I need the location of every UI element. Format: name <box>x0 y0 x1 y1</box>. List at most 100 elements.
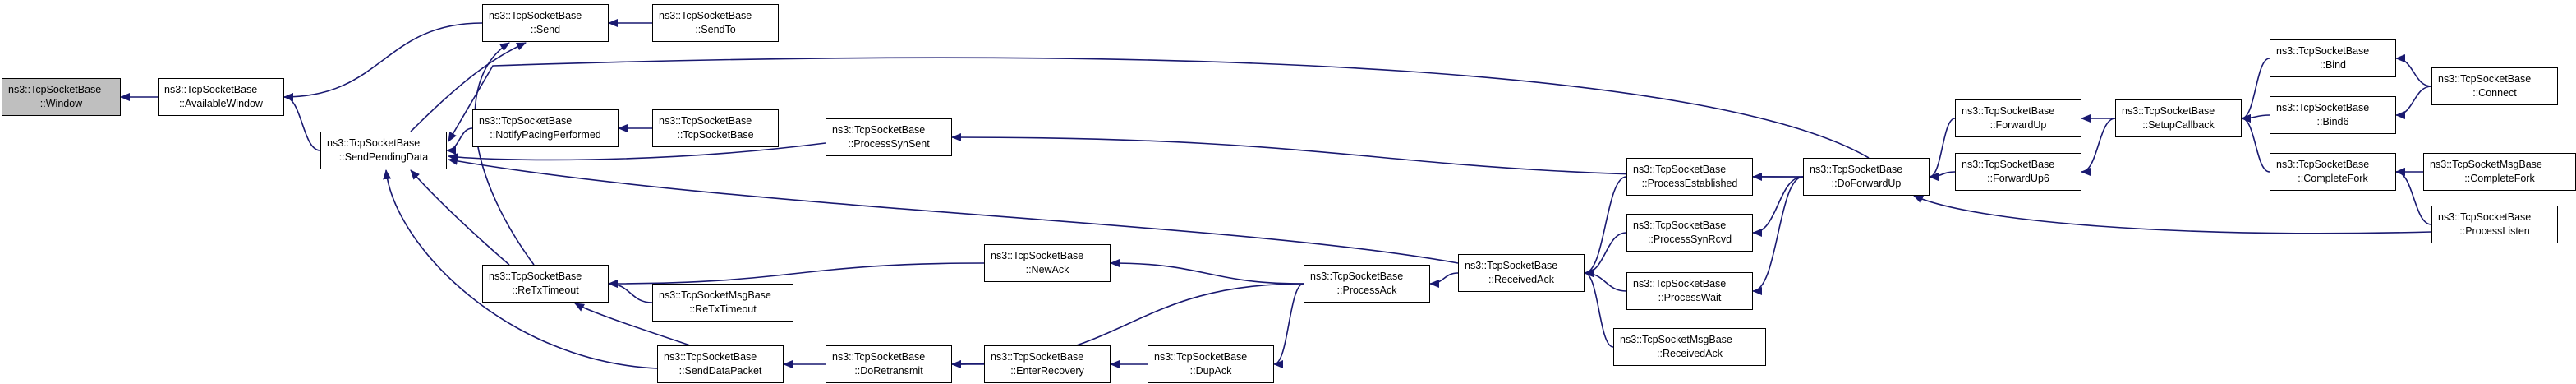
edge-sendpendingdata-to-send <box>410 42 527 132</box>
node-line-method: ::Bind6 <box>2316 116 2349 127</box>
edge-processack-to-newack <box>1110 259 1304 285</box>
node-tcpsocketbase-processack[interactable]: ns3::TcpSocketBase::ProcessAck <box>1304 265 1430 303</box>
node-tcpsocketbase-processlisten[interactable]: ns3::TcpSocketBase::ProcessListen <box>2431 206 2558 243</box>
node-line-class: ns3::TcpSocketBase <box>991 250 1084 261</box>
edge-connect-to-bind <box>2395 54 2432 87</box>
node-line-method: ::TcpSocketBase <box>677 129 754 141</box>
node-tcpsocketbase-completefork[interactable]: ns3::TcpSocketBase::CompleteFork <box>2270 153 2396 191</box>
node-tcpsocketbase-bind[interactable]: ns3::TcpSocketBase::Bind <box>2270 39 2396 77</box>
node-tcpsocketbase-connect[interactable]: ns3::TcpSocketBase::Connect <box>2431 67 2558 105</box>
node-tcpsocketbase-setupcallback[interactable]: ns3::TcpSocketBase::SetupCallback <box>2115 99 2242 137</box>
edge-receivedack-to-processack <box>1429 272 1459 288</box>
node-tcpsocketbase-processestablished[interactable]: ns3::TcpSocketBase::ProcessEstablished <box>1626 158 1753 196</box>
node-line-method: ::ReceivedAck <box>1488 274 1554 285</box>
node-line-method: ::DoRetransmit <box>854 365 923 377</box>
node-line-class: ns3::TcpSocketBase <box>2276 45 2370 57</box>
edge-newack-to-retxtimeout <box>608 262 985 288</box>
node-line-method: ::ReTxTimeout <box>512 285 579 296</box>
node-line-class: ns3::TcpSocketBase <box>1465 260 1558 271</box>
node-line-class: ns3::TcpSocketBase <box>659 10 752 21</box>
node-line-method: ::NotifyPacingPerformed <box>490 129 601 141</box>
node-tcpsocketbase-receivedack[interactable]: ns3::TcpSocketBase::ReceivedAck <box>1458 254 1585 292</box>
node-line-method: ::ProcessEstablished <box>1641 178 1738 189</box>
edge-completefork-to-setupcallback <box>2241 114 2270 173</box>
node-line-class: ns3::TcpSocketBase <box>1633 220 1727 231</box>
node-line-method: ::ProcessWait <box>1658 292 1722 303</box>
node-line-class: ns3::TcpSocketBase <box>489 10 582 21</box>
node-line-class: ns3::TcpSocketBase <box>1962 159 2055 170</box>
node-line-class: ns3::TcpSocketBase <box>659 115 752 127</box>
node-line-class: ns3::TcpSocketBase <box>2438 211 2532 223</box>
edge-setupcallback-to-forwardup6 <box>2081 118 2116 176</box>
node-line-class: ns3::TcpSocketBase <box>1633 278 1727 289</box>
edge-msgreceivedack-to-receivedack <box>1584 269 1614 348</box>
node-line-method: ::ProcessSynRcvd <box>1647 234 1732 245</box>
node-line-method: ::ProcessListen <box>2459 225 2530 237</box>
edge-retxtimeout-to-sendpendingdata <box>410 169 510 266</box>
edge-processack-to-dupack <box>1273 283 1304 368</box>
node-tcpsocketbase-doretransmit[interactable]: ns3::TcpSocketBase::DoRetransmit <box>826 345 952 383</box>
node-tcpsocketbase-dupack[interactable]: ns3::TcpSocketBase::DupAck <box>1148 345 1274 383</box>
edge-senddatapacket-to-retxtimeout <box>574 303 691 346</box>
node-line-method: ::ReceivedAck <box>1657 348 1723 359</box>
node-line-class: ns3::TcpSocketBase <box>664 351 757 363</box>
node-line-method: ::DupAck <box>1189 365 1232 377</box>
node-tcpsocketbase-senddatapacket[interactable]: ns3::TcpSocketBase::SendDataPacket <box>657 345 784 383</box>
node-tcpsocketbase-doforwardup[interactable]: ns3::TcpSocketBase::DoForwardUp <box>1803 158 1930 196</box>
node-line-class: ns3::TcpSocketMsgBase <box>1620 334 1732 345</box>
node-line-method: ::DoForwardUp <box>1831 178 1902 189</box>
node-line-class: ns3::TcpSocketBase <box>2438 73 2532 85</box>
node-tcpsocketbase-sendto[interactable]: ns3::TcpSocketBase::SendTo <box>652 4 779 42</box>
node-tcpsocketbase-availablewindow[interactable]: ns3::TcpSocketBase::AvailableWindow <box>158 78 284 116</box>
node-line-class: ns3::TcpSocketBase <box>832 124 926 136</box>
node-line-class: ns3::TcpSocketBase <box>1633 164 1727 175</box>
edge-senddatapacket-to-sendpendingdata <box>383 169 658 369</box>
node-tcpsocketbase-forwardup[interactable]: ns3::TcpSocketBase::ForwardUp <box>1955 99 2082 137</box>
edge-doforwardup-to-processsynrcvd <box>1752 176 1804 237</box>
node-line-class: ns3::TcpSocketMsgBase <box>2430 159 2542 170</box>
node-tcpsocketbase-enterrecovery[interactable]: ns3::TcpSocketBase::EnterRecovery <box>984 345 1111 383</box>
node-line-method: ::Send <box>530 24 561 35</box>
node-tcpsocketbase-forwardup6[interactable]: ns3::TcpSocketBase::ForwardUp6 <box>1955 153 2082 191</box>
node-line-method: ::ProcessSynSent <box>848 138 930 150</box>
node-tcpsocketbase-processsynsent[interactable]: ns3::TcpSocketBase::ProcessSynSent <box>826 118 952 156</box>
node-line-class: ns3::TcpSocketBase <box>8 84 102 95</box>
node-line-method: ::CompleteFork <box>2298 173 2368 184</box>
node-tcpsocketmsgbase-receivedack[interactable]: ns3::TcpSocketMsgBase::ReceivedAck <box>1613 328 1766 366</box>
node-line-class: ns3::TcpSocketBase <box>327 137 421 149</box>
node-tcpsocketbase-window: ns3::TcpSocketBase::Window <box>2 78 121 116</box>
node-line-class: ns3::TcpSocketMsgBase <box>659 289 771 301</box>
node-line-method: ::Bind <box>2320 59 2346 71</box>
edge-forwardup6-to-doforwardup <box>1929 171 1956 181</box>
node-tcpsocketbase-tcpsocketbase[interactable]: ns3::TcpSocketBase::TcpSocketBase <box>652 109 779 147</box>
node-tcpsocketmsgbase-completefork[interactable]: ns3::TcpSocketMsgBase::CompleteFork <box>2423 153 2576 191</box>
node-line-class: ns3::TcpSocketBase <box>164 84 258 95</box>
node-tcpsocketbase-send[interactable]: ns3::TcpSocketBase::Send <box>482 4 609 42</box>
node-line-method: ::SendPendingData <box>338 151 429 163</box>
node-tcpsocketmsgbase-retxtimeout[interactable]: ns3::TcpSocketMsgBase::ReTxTimeout <box>652 284 794 322</box>
node-line-method: ::EnterRecovery <box>1010 365 1084 377</box>
node-line-class: ns3::TcpSocketBase <box>1962 105 2055 117</box>
node-line-method: ::Window <box>39 98 83 109</box>
node-line-class: ns3::TcpSocketBase <box>2122 105 2215 117</box>
node-line-method: ::SetupCallback <box>2142 119 2215 131</box>
node-tcpsocketbase-bind6[interactable]: ns3::TcpSocketBase::Bind6 <box>2270 96 2396 134</box>
edge-connect-to-bind6 <box>2395 86 2432 119</box>
edge-send-to-availablewindow <box>283 22 483 101</box>
node-tcpsocketbase-retxtimeout[interactable]: ns3::TcpSocketBase::ReTxTimeout <box>482 265 609 303</box>
node-line-method: ::AvailableWindow <box>179 98 263 109</box>
node-line-class: ns3::TcpSocketBase <box>2276 159 2370 170</box>
node-tcpsocketbase-notifypacingperformed[interactable]: ns3::TcpSocketBase::NotifyPacingPerforme… <box>472 109 619 147</box>
node-line-class: ns3::TcpSocketBase <box>479 115 573 127</box>
node-tcpsocketbase-newack[interactable]: ns3::TcpSocketBase::NewAck <box>984 244 1111 282</box>
node-line-class: ns3::TcpSocketBase <box>2276 102 2370 113</box>
edge-doforwardup-to-sendpendingdata <box>448 57 1870 159</box>
node-tcpsocketbase-processwait[interactable]: ns3::TcpSocketBase::ProcessWait <box>1626 272 1753 310</box>
node-tcpsocketbase-sendpendingdata[interactable]: ns3::TcpSocketBase::SendPendingData <box>320 132 447 169</box>
node-line-method: ::SendTo <box>695 24 736 35</box>
node-line-class: ns3::TcpSocketBase <box>1154 351 1248 363</box>
edge-processlisten-to-completefork <box>2395 168 2432 225</box>
node-tcpsocketbase-processsynrcvd[interactable]: ns3::TcpSocketBase::ProcessSynRcvd <box>1626 214 1753 252</box>
node-line-class: ns3::TcpSocketBase <box>1310 271 1404 282</box>
node-line-class: ns3::TcpSocketBase <box>1810 164 1903 175</box>
